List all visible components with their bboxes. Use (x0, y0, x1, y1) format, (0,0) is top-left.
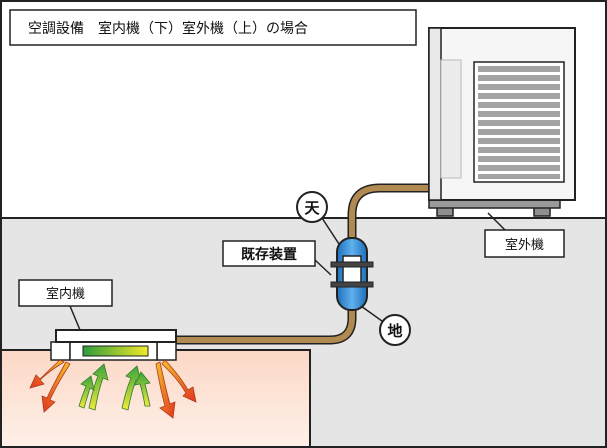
indoor-unit-leader (69, 305, 81, 331)
indoor-unit-body (55, 329, 177, 343)
existing-device-label: 既存装置 (222, 240, 316, 267)
page-title: 空調設備 室内機（下）室外機（上）の場合 (28, 20, 308, 37)
indoor-unit-foot-left (50, 341, 71, 361)
svg-text:既存装置: 既存装置 (241, 246, 297, 263)
existing-device-leader (313, 258, 332, 276)
indoor-unit-foot-right (156, 341, 177, 361)
existing-device (330, 237, 374, 311)
ground-marker: 地 (379, 314, 411, 346)
device-clamp-bottom (330, 281, 374, 288)
svg-text:室内機: 室内機 (46, 286, 85, 302)
svg-text:天: 天 (304, 199, 320, 217)
outdoor-unit (428, 27, 576, 217)
indoor-unit-label: 室内機 (18, 279, 113, 307)
device-clamp-top (330, 261, 374, 268)
svg-text:室外機: 室外機 (505, 237, 544, 253)
warm-air-arrows-right (155, 359, 197, 419)
warm-air-arrows-left (29, 359, 71, 413)
ceiling-marker: 天 (296, 191, 328, 223)
return-air-arrows (78, 363, 151, 411)
outdoor-unit-label: 室外機 (484, 229, 565, 258)
outdoor-unit-leader (487, 212, 506, 231)
title-box: 空調設備 室内機（下）室外機（上）の場合 (9, 9, 417, 46)
svg-text:地: 地 (387, 322, 402, 340)
indoor-unit-vent (82, 345, 149, 357)
ground-leader (360, 305, 383, 322)
grille-slats (478, 66, 560, 179)
ceiling-leader (321, 217, 340, 245)
indoor-room (0, 349, 311, 448)
indoor-unit (50, 329, 177, 361)
device-window (342, 255, 362, 285)
